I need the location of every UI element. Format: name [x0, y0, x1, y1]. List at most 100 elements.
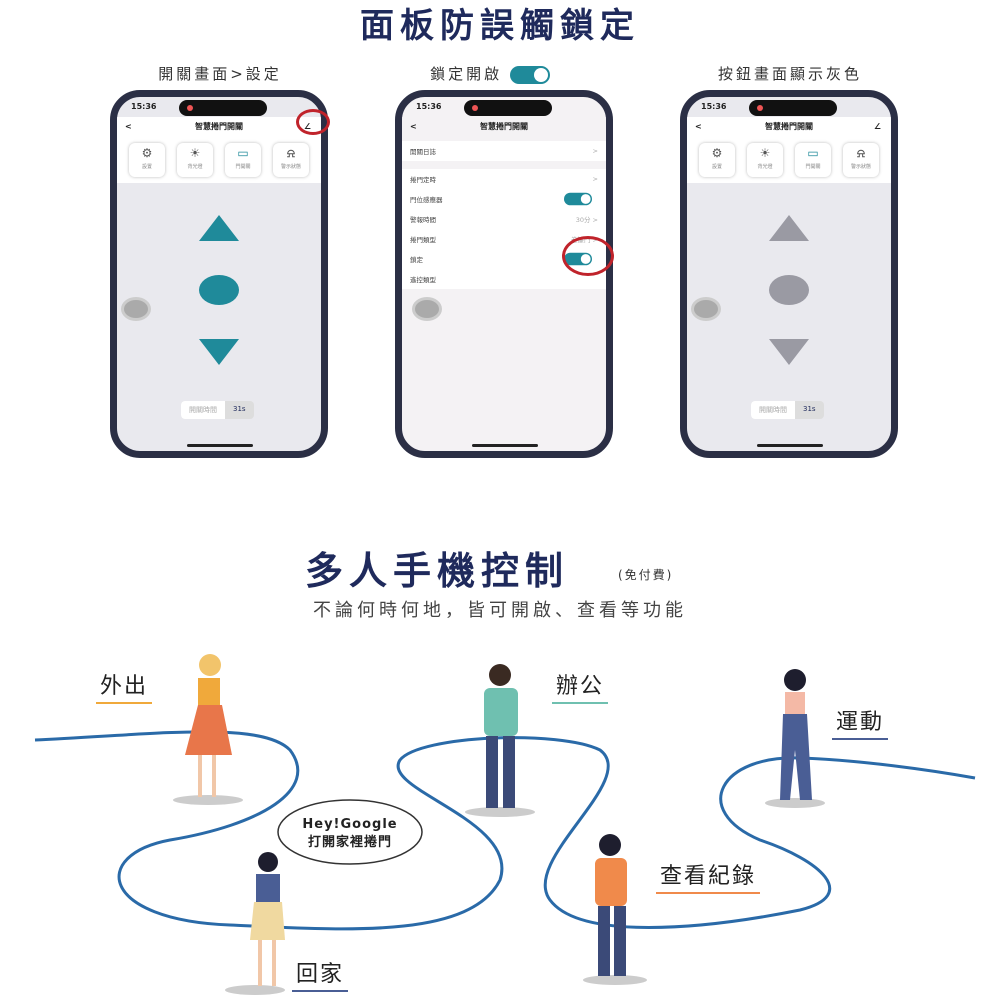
highlight-circle: [296, 109, 330, 135]
status-time: 15:36: [701, 102, 727, 111]
up-button[interactable]: [199, 215, 239, 241]
tile-door-switch[interactable]: ▭ 門開關: [795, 143, 831, 177]
function-tiles: ⚙ 設置 ☀ 背光燈 ▭ 門開關 ⍾ 警示狀態: [117, 137, 321, 183]
toggle-icon: [509, 65, 550, 84]
back-icon[interactable]: <: [695, 122, 702, 131]
duration-pill: 開關時間 31s: [751, 401, 824, 419]
screen-title: 智慧捲門開關: [765, 122, 813, 131]
row-label: 捲門定時: [410, 176, 436, 184]
row-label: 捲門類型: [410, 236, 436, 244]
settings-row-timer[interactable]: 捲門定時 >: [402, 169, 606, 189]
highlight-circle: [562, 236, 614, 276]
person-sport: [765, 669, 825, 808]
speech-text: Hey!Google 打開家裡捲門: [280, 816, 420, 852]
pill-label: 開關時間: [751, 401, 795, 419]
door-icon: ▭: [807, 146, 819, 160]
speech-line: 打開家裡捲門: [307, 835, 392, 850]
label-home: 回家: [292, 956, 349, 992]
sun-icon: ☀: [759, 146, 771, 160]
row-label: 開關日誌: [410, 148, 436, 156]
tile-alarm[interactable]: ⍾ 警示狀態: [273, 143, 309, 177]
caption-lock-on: 鎖定開啟: [395, 63, 585, 84]
tile-label: 設置: [141, 164, 152, 170]
label-log: 查看紀錄: [656, 858, 761, 894]
gear-icon: ⚙: [141, 146, 153, 160]
label-office: 辦公: [552, 668, 609, 704]
function-tiles: ⚙設置 ☀ 背光燈 ▭ 門開關 ⍾ 警示狀態: [687, 137, 891, 183]
sensor-toggle[interactable]: [564, 192, 592, 206]
row-label: 警報時間: [410, 216, 436, 224]
door-icon: ▭: [237, 146, 249, 160]
phone-locked-screen: 15:36 < 智慧捲門開關 ∠ ⚙設置 ☀ 背光燈 ▭ 門開關 ⍾ 警示狀態 開關時間 3…: [680, 90, 898, 458]
tile-door-switch[interactable]: ▭ 門開關: [225, 143, 261, 177]
speech-line: Hey!Google: [302, 817, 398, 832]
tile-alarm[interactable]: ⍾ 警示狀態: [843, 143, 879, 177]
tile-label: 背光燈: [757, 164, 773, 170]
tile-backlight[interactable]: ☀ 背光燈: [177, 143, 213, 177]
nav-bar: < 智慧捲門開關 ∠: [687, 117, 891, 137]
section-subtitle: 不論何時何地，皆可開啟、查看等功能: [313, 600, 687, 621]
stop-button-disabled: [769, 275, 809, 305]
caption-open-settings: 開關畫面>設定: [158, 65, 282, 83]
speech-bubble: [277, 799, 423, 865]
label-sport: 運動: [832, 704, 889, 740]
label-out: 外出: [96, 668, 153, 704]
free-note: (免付費): [618, 568, 674, 582]
tile-settings[interactable]: ⚙ 設置: [129, 143, 165, 177]
assistive-touch[interactable]: [691, 297, 721, 321]
tile-label: 警示狀態: [850, 164, 871, 170]
tile-settings[interactable]: ⚙設置: [699, 143, 735, 177]
pill-label: 開關時間: [181, 401, 225, 419]
assistive-touch[interactable]: [121, 297, 151, 321]
chevron-right-icon: >: [592, 147, 598, 155]
down-button[interactable]: [199, 339, 239, 365]
alarm-icon: ⍾: [857, 146, 865, 160]
settings-row-sensor: 門位感應器: [402, 189, 606, 209]
gear-icon: ⚙: [711, 146, 723, 160]
screen-title: 智慧捲門開關: [480, 122, 528, 131]
home-indicator: [757, 444, 823, 447]
home-indicator: [472, 444, 538, 447]
winding-path: [34, 730, 976, 931]
settings-row-remote-type[interactable]: 遙控類型: [402, 269, 606, 289]
row-label: 鎖定: [410, 256, 423, 264]
caption-grey-buttons: 按鈕畫面顯示灰色: [717, 65, 862, 83]
section-title-multi-user: 多人手機控制: [305, 549, 570, 593]
settings-row-log[interactable]: 開關日誌 >: [402, 141, 606, 161]
tile-backlight[interactable]: ☀ 背光燈: [747, 143, 783, 177]
dynamic-island: [749, 100, 837, 116]
caption-text: 鎖定開啟: [430, 65, 503, 83]
person-home: [225, 852, 285, 995]
status-time: 15:36: [416, 102, 442, 111]
tile-label: 警示狀態: [280, 164, 301, 170]
stop-button[interactable]: [199, 275, 239, 305]
status-time: 15:36: [131, 102, 157, 111]
edit-icon[interactable]: ∠: [873, 122, 881, 131]
back-icon[interactable]: <: [125, 122, 132, 131]
row-label: 遙控類型: [410, 276, 436, 284]
chevron-right-icon: >: [592, 175, 598, 183]
person-out: [173, 654, 243, 805]
sun-icon: ☀: [189, 146, 201, 160]
alarm-icon: ⍾: [287, 146, 295, 160]
pill-value: 31s: [803, 405, 816, 413]
phone-settings-screen: 15:36 < 智慧捲門開關 開關日誌 > 捲門定時 > 門位感應器 警報時間 30分 …: [395, 90, 613, 458]
row-value: 30分 >: [575, 216, 598, 224]
dynamic-island: [464, 100, 552, 116]
person-office: [465, 664, 535, 817]
back-icon[interactable]: <: [410, 122, 417, 131]
assistive-touch[interactable]: [412, 297, 442, 321]
tile-label: 背光燈: [187, 164, 203, 170]
section-title-lock: 面板防誤觸鎖定: [360, 6, 640, 46]
tile-label: 門開關: [805, 164, 821, 170]
nav-bar: <智慧捲門開關∠: [117, 117, 321, 137]
screen-title: 智慧捲門開關: [195, 122, 243, 131]
dynamic-island: [179, 100, 267, 116]
tile-label: 門開關: [235, 164, 251, 170]
home-indicator: [187, 444, 253, 447]
settings-row-alarm-time[interactable]: 警報時間 30分 >: [402, 209, 606, 229]
down-button-disabled: [769, 339, 809, 365]
